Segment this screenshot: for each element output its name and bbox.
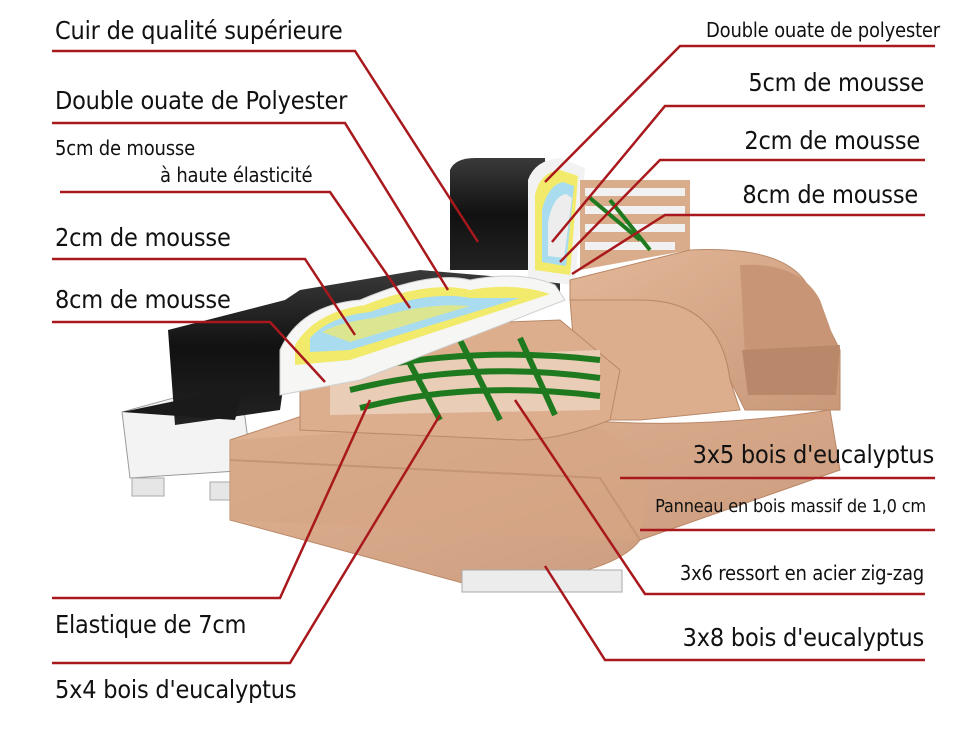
label-foam-5cm-right: 5cm de mousse (748, 68, 924, 97)
label-foam-2cm-right: 2cm de mousse (744, 126, 920, 155)
back-cushion-layers (528, 158, 585, 285)
label-foam-8cm-right: 8cm de mousse (742, 180, 918, 209)
leader-line (551, 104, 925, 243)
label-foam-2cm: 2cm de mousse (55, 223, 231, 252)
label-double-batting: Double ouate de Polyester (55, 86, 348, 115)
label-zigzag-spring: 3x6 ressort en acier zig-zag (679, 561, 924, 585)
leader-line (544, 44, 935, 183)
leader-line (52, 399, 372, 600)
label-foam-5cm: 5cm de mousse (55, 136, 195, 160)
leader-lines (52, 44, 935, 665)
seat-cushion-layers (279, 275, 566, 396)
leader-line (513, 399, 925, 596)
label-elastic: Elastique de 7cm (55, 610, 247, 639)
leader-line (559, 158, 925, 263)
label-eucalyptus-3x8: 3x8 bois d'eucalyptus (682, 623, 925, 652)
leader-line (60, 190, 412, 309)
leader-line (543, 565, 925, 662)
leader-line (571, 213, 925, 276)
label-solid-panel: Panneau en bois massif de 1,0 cm (655, 496, 926, 517)
label-double-batting-right: Double ouate de polyester (705, 18, 940, 42)
label-foam-5cm-elastic: à haute élasticité (160, 163, 313, 187)
label-leather: Cuir de qualité supérieure (55, 16, 343, 45)
leader-line (52, 414, 442, 665)
label-eucalyptus-5x4: 5x4 bois d'eucalyptus (55, 675, 297, 704)
leather-backrest (450, 158, 548, 270)
label-foam-8cm: 8cm de mousse (55, 285, 231, 314)
leader-line (52, 49, 480, 243)
wooden-armrest (569, 249, 841, 421)
back-frame-slats (580, 180, 690, 270)
label-eucalyptus-3x5: 3x5 bois d'eucalyptus (692, 440, 935, 469)
leader-line (52, 257, 357, 336)
leader-line (52, 121, 450, 291)
leader-line (52, 320, 326, 383)
seat-frame-springs (299, 319, 621, 441)
